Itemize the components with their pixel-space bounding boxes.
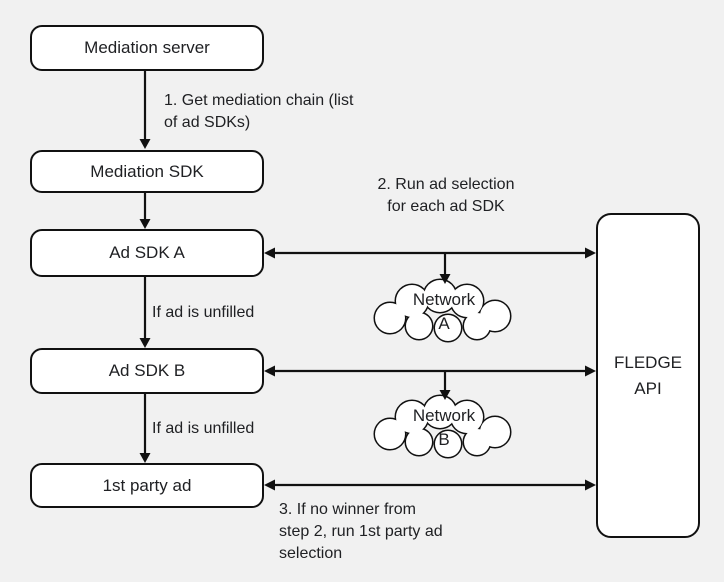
node-fledge-api: FLEDGE API bbox=[596, 213, 700, 538]
node-mediation-server: Mediation server bbox=[30, 25, 264, 71]
node-mediation-sdk: Mediation SDK bbox=[30, 150, 264, 193]
node-ad-sdk-b-label: Ad SDK B bbox=[108, 361, 186, 380]
node-mediation-sdk-label: Mediation SDK bbox=[90, 161, 204, 181]
node-ad-sdk-a: Ad SDK A bbox=[30, 229, 264, 277]
arrow-ad-sdk-b-to-first-party bbox=[139, 394, 151, 463]
arrow-ad-sdk-a-to-ad-sdk-b bbox=[139, 277, 151, 348]
annotation-unfilled-a: If ad is unfilled bbox=[152, 304, 255, 321]
annotation-step3: 3. If no winner from step 2, run 1st par… bbox=[279, 501, 443, 562]
annotation-step2: 2. Run ad selection for each ad SDK bbox=[377, 176, 515, 215]
node-first-party-ad-label: 1st party ad bbox=[102, 475, 192, 495]
network-b-label: Network B bbox=[412, 406, 476, 449]
arrow-first-party-fledge bbox=[264, 479, 596, 491]
node-fledge-api-label: FLEDGE API bbox=[613, 352, 683, 398]
network-a-label: Network A bbox=[412, 290, 476, 333]
node-ad-sdk-a-label: Ad SDK A bbox=[109, 243, 185, 262]
arrow-to-network-a bbox=[439, 254, 451, 284]
arrow-mediation-sdk-to-ad-sdk-a bbox=[139, 193, 151, 229]
arrow-server-to-mediation-sdk bbox=[139, 71, 151, 149]
arrow-ad-sdk-b-fledge bbox=[264, 365, 596, 377]
node-mediation-server-label: Mediation server bbox=[84, 38, 210, 57]
node-ad-sdk-b: Ad SDK B bbox=[30, 348, 264, 394]
arrow-to-network-b bbox=[439, 372, 451, 400]
arrow-ad-sdk-a-fledge bbox=[264, 247, 596, 259]
node-first-party-ad: 1st party ad bbox=[30, 463, 264, 508]
annotation-step1: 1. Get mediation chain (list of ad SDKs) bbox=[164, 92, 354, 131]
annotation-unfilled-b: If ad is unfilled bbox=[152, 420, 255, 437]
